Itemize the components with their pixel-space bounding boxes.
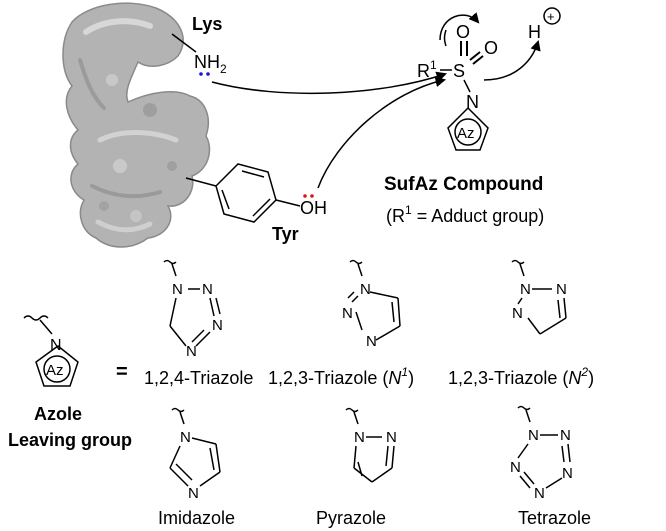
azole-ring-label: Az	[457, 125, 475, 142]
sulfur-atom: S	[453, 61, 465, 81]
legend-azole: N Az	[23, 315, 79, 387]
svg-text:N: N	[202, 281, 213, 298]
structure-pyrazole: N N	[345, 407, 397, 483]
lys-sidechain-bond	[171, 33, 197, 53]
legend-azole-nitrogen: N	[50, 337, 62, 354]
charge-sign: +	[547, 9, 555, 24]
svg-text:N: N	[360, 281, 371, 298]
svg-text:N: N	[562, 465, 573, 482]
legend-title-line1: Azole	[34, 404, 82, 424]
structure-imidazole: N N	[169, 407, 221, 502]
svg-text:N: N	[172, 281, 183, 298]
lys-label: Lys	[192, 14, 222, 34]
structure-124-triazole: N N N N	[163, 259, 223, 360]
legend-azole-ring	[35, 345, 79, 387]
tyr-label: Tyr	[272, 224, 299, 244]
svg-text:N: N	[386, 429, 397, 446]
tyr-hydroxyl: OH	[300, 198, 327, 218]
azole-name-123-triazole-n2: 1,2,3-Triazole (N2)	[448, 365, 594, 388]
tyr-phenol-ring	[185, 163, 301, 223]
lys-amine: NH2	[194, 52, 227, 76]
proton: H	[528, 22, 541, 42]
compound-note: (R1 = Adduct group)	[386, 203, 544, 226]
svg-text:N: N	[512, 305, 523, 322]
lys-lone-pair-dot	[199, 72, 203, 76]
azole-nitrogen: N	[466, 92, 479, 112]
lys-attack-arrow	[211, 71, 447, 95]
azole-name-123-triazole-n1: 1,2,3-Triazole (N1)	[268, 365, 414, 388]
svg-text:N: N	[560, 427, 571, 444]
azole-ring	[447, 106, 489, 151]
legend-azole-label: Az	[46, 362, 64, 379]
r1-group: R1	[417, 58, 437, 81]
svg-text:N: N	[186, 343, 197, 360]
svg-text:N: N	[366, 333, 377, 350]
azole-name-tetrazole: Tetrazole	[518, 508, 591, 528]
tyr-lone-pair-dot	[303, 194, 307, 198]
legend-title-line2: Leaving group	[8, 430, 132, 450]
lys-lone-pair-dot	[206, 72, 210, 76]
structure-tetrazole: N N N N N	[510, 405, 573, 502]
svg-text:N: N	[534, 485, 545, 502]
structure-123-triazole-n1: N N N	[342, 259, 401, 350]
svg-text:N: N	[188, 485, 199, 502]
compound-title: SufAz Compound	[384, 174, 543, 195]
svg-text:N: N	[556, 281, 567, 298]
svg-text:N: N	[528, 427, 539, 444]
legend-equals: =	[116, 361, 128, 383]
tyr-lone-pair-dot	[310, 194, 314, 198]
tyr-attack-arrow	[317, 76, 447, 189]
oxygen-atom: O	[456, 22, 470, 42]
svg-text:N: N	[520, 281, 531, 298]
protein-surface	[62, 2, 211, 248]
azole-name-124-triazole: 1,2,4-Triazole	[144, 368, 253, 388]
svg-text:N: N	[354, 429, 365, 446]
svg-text:N: N	[342, 305, 353, 322]
azole-name-imidazole: Imidazole	[158, 508, 235, 528]
svg-text:N: N	[180, 429, 191, 446]
azole-name-pyrazole: Pyrazole	[316, 508, 386, 528]
structure-123-triazole-n2: N N N	[511, 259, 567, 335]
svg-text:N: N	[212, 317, 223, 334]
oxygen-atom: O	[484, 38, 498, 58]
svg-text:N: N	[510, 459, 521, 476]
sulfonyl-curved-arrow	[439, 12, 480, 41]
positive-charge-icon	[543, 7, 561, 25]
proton-arrow	[483, 39, 541, 81]
sufaz-compound: R1 S O O N Az H +	[417, 7, 561, 151]
